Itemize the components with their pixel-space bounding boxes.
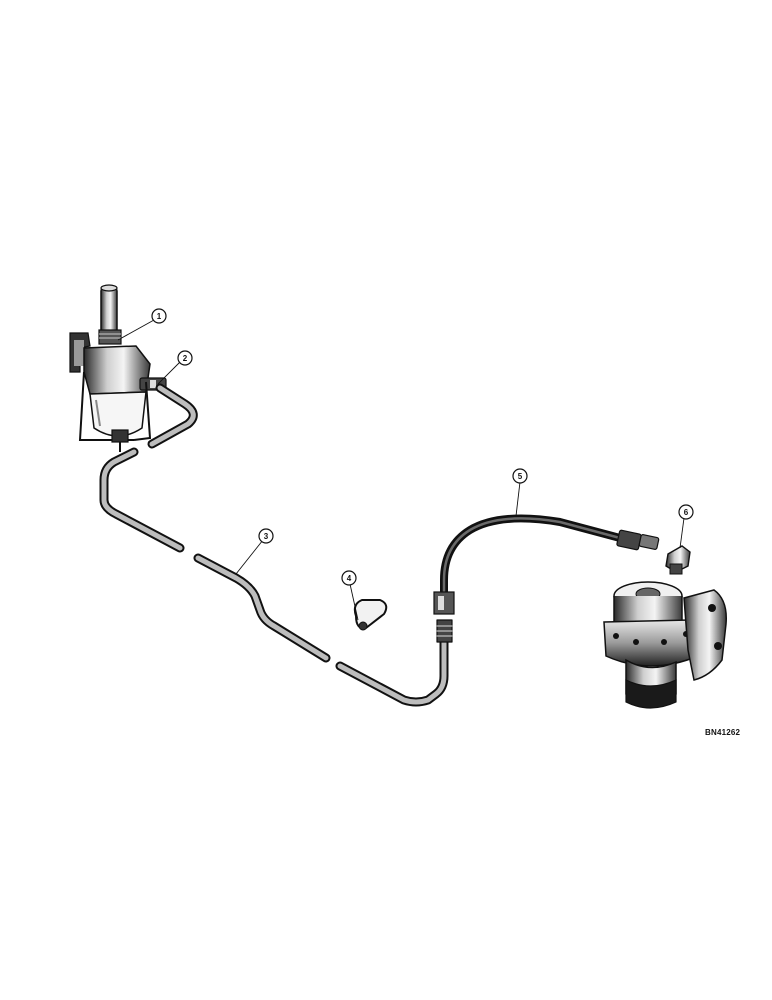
callout-6: 6 [678, 504, 694, 520]
leader-lines [117, 319, 685, 621]
callout-5-label: 5 [518, 472, 523, 481]
callout-1-label: 1 [157, 312, 162, 321]
elbow-fitting [665, 545, 691, 575]
fuel-line-tube [99, 383, 453, 707]
callout-4-label: 4 [347, 574, 352, 583]
callout-3: 3 [258, 528, 274, 544]
fuel-pump [603, 581, 727, 709]
tube-clip [353, 599, 388, 631]
callout-3-label: 3 [264, 532, 269, 541]
callout-6-label: 6 [684, 508, 689, 517]
fuel-filter-assembly [69, 284, 167, 452]
callout-2-label: 2 [183, 354, 188, 363]
callout-1: 1 [151, 308, 167, 324]
callout-5: 5 [512, 468, 528, 484]
flexible-hose [433, 514, 660, 615]
reference-code: BN41262 [705, 728, 741, 737]
callout-4: 4 [341, 570, 357, 586]
callout-2: 2 [177, 350, 193, 366]
